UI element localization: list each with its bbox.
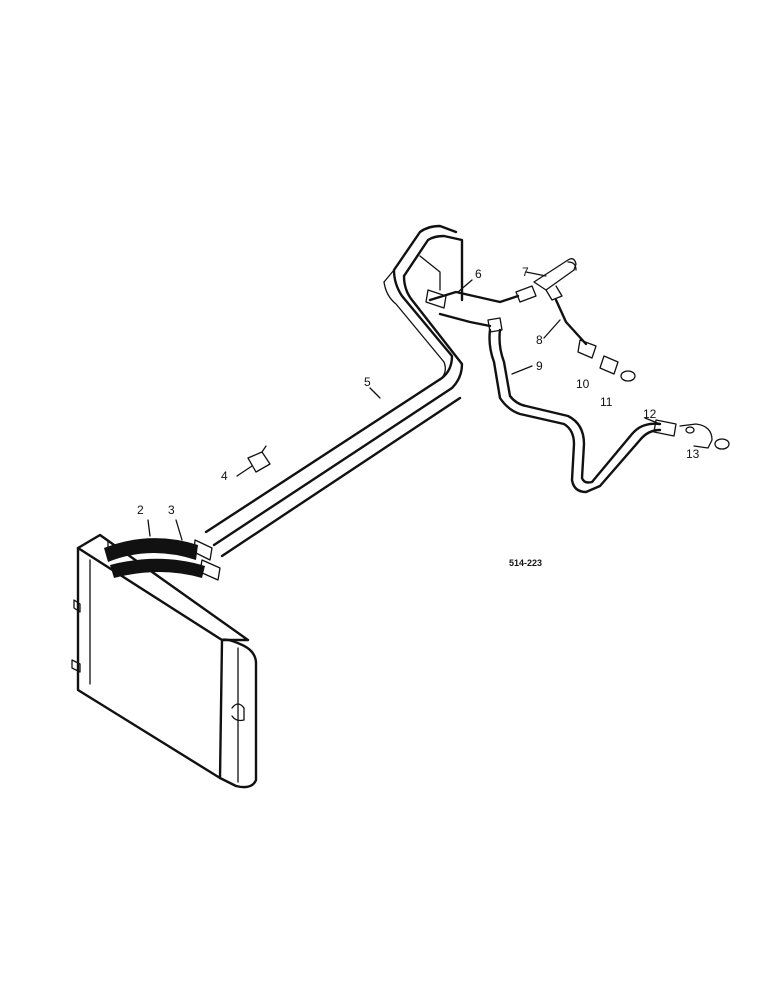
callout-9: 9: [536, 359, 543, 373]
pressure-pipe-fittings: [554, 298, 636, 382]
callout-13: 13: [686, 447, 700, 461]
return-pipe: [488, 328, 662, 494]
callout-12: 12: [643, 407, 657, 421]
oil-cooler-radiator: [71, 533, 258, 789]
callout-3: 3: [168, 503, 175, 517]
drawing-code: 514-223: [509, 558, 542, 568]
callout-8: 8: [536, 333, 543, 347]
tube-clip: [247, 445, 271, 473]
cooler-hoses: [104, 538, 221, 581]
upper-connections: [419, 255, 537, 333]
callout-11: 11: [600, 395, 613, 409]
leader-lines: [147, 271, 661, 541]
callout-7: 7: [522, 265, 529, 279]
callout-2: 2: [137, 503, 144, 517]
main-oil-tubes: [204, 224, 464, 558]
callout-5: 5: [364, 375, 371, 389]
tee-fitting: [533, 258, 577, 301]
callout-6: 6: [475, 267, 482, 281]
elbow-fitting: [653, 419, 730, 450]
callout-10: 10: [576, 377, 590, 391]
callout-4: 4: [221, 469, 228, 483]
